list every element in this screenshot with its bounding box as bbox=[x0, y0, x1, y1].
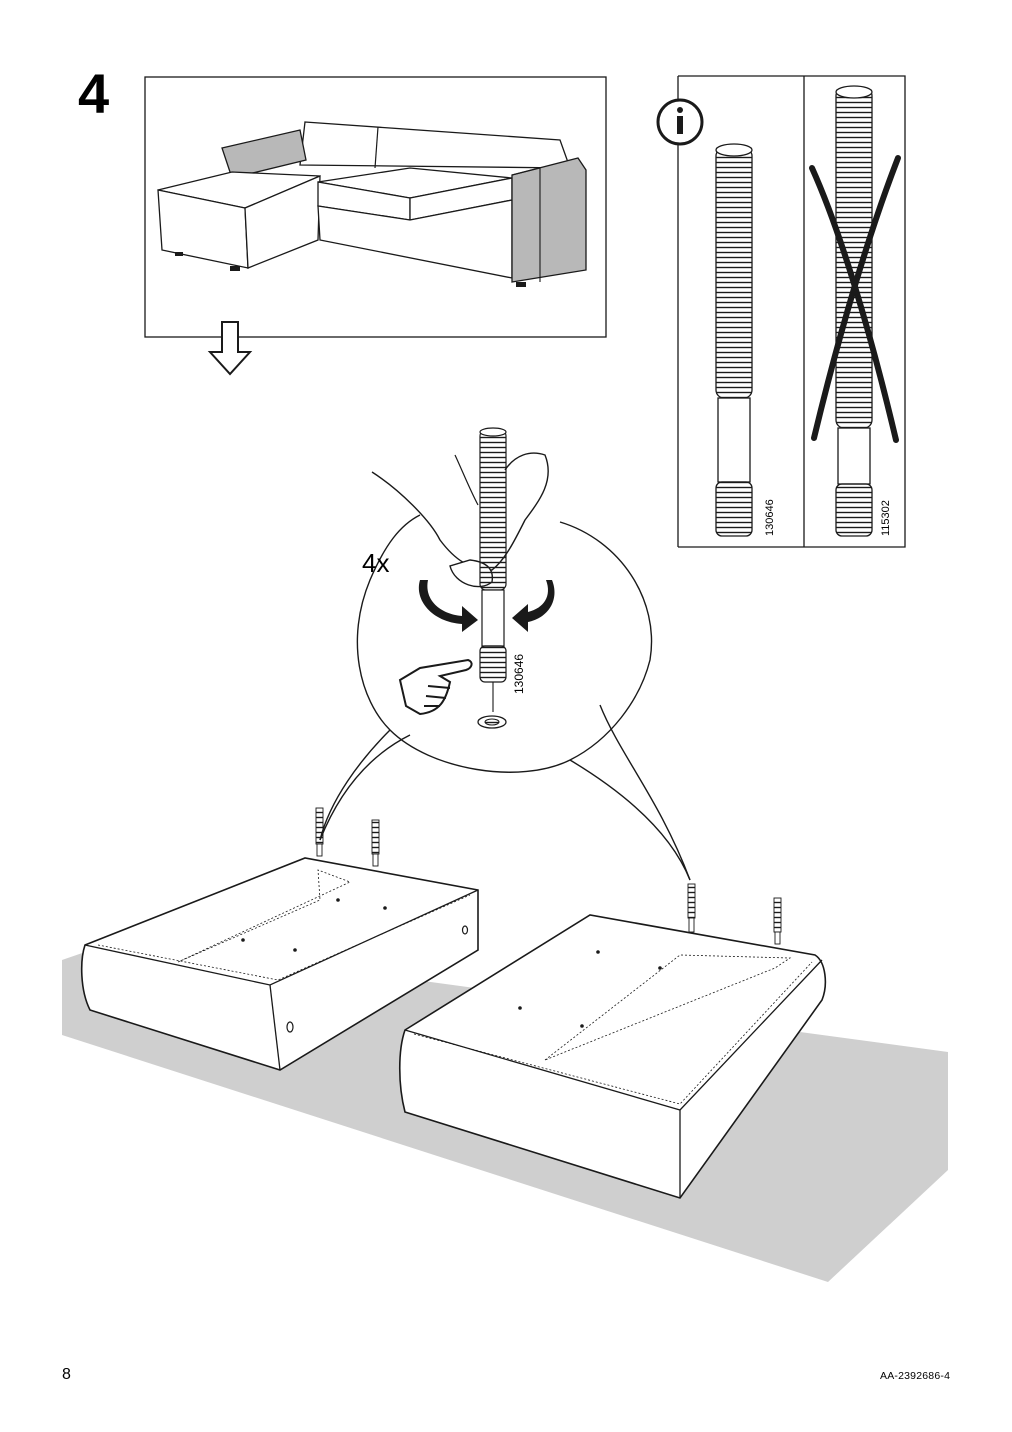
page-number: 8 bbox=[62, 1366, 71, 1383]
part-number-incorrect: 115302 bbox=[880, 500, 892, 536]
leg-bolts bbox=[315, 807, 782, 945]
part-number-magnifier: 130646 bbox=[512, 653, 526, 694]
bolt-correct bbox=[715, 143, 753, 537]
rotate-arrow-icon bbox=[418, 580, 555, 632]
info-panel bbox=[656, 75, 906, 548]
seat-cushion-right bbox=[398, 914, 827, 1199]
hand-icon bbox=[371, 452, 549, 588]
cross-icon bbox=[809, 155, 901, 443]
magnifier-callout bbox=[319, 427, 691, 881]
seat-cushion-left bbox=[80, 857, 479, 1071]
sofa-overview bbox=[144, 76, 607, 338]
step-number: 4 bbox=[78, 62, 110, 125]
document-code: AA-2392686-4 bbox=[880, 1370, 951, 1382]
down-arrow-icon bbox=[207, 321, 253, 376]
bolt-in-hand bbox=[477, 427, 507, 729]
part-number-correct: 130646 bbox=[764, 499, 776, 536]
pointing-hand-icon bbox=[398, 658, 473, 716]
bolt-incorrect bbox=[835, 85, 873, 537]
quantity-label: 4x bbox=[362, 548, 390, 578]
info-icon bbox=[656, 98, 704, 146]
